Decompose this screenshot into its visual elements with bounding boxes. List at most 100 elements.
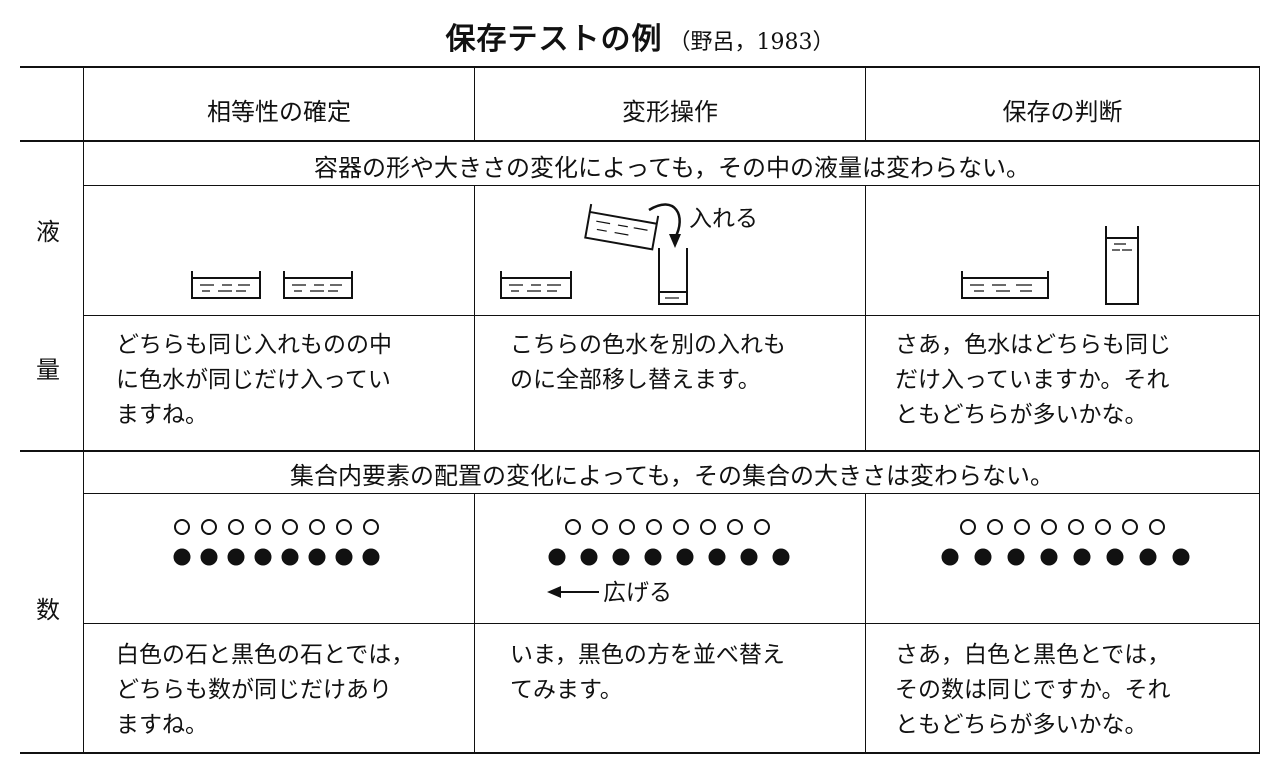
white-stone — [309, 519, 325, 535]
number-column-rule-1 — [474, 493, 475, 754]
beaker-left — [191, 271, 261, 299]
black-stone — [281, 548, 299, 566]
side-label-number: 数 — [36, 596, 60, 624]
black-stone — [548, 548, 566, 566]
black-stone — [676, 548, 694, 566]
beaker-wide — [961, 271, 1049, 299]
white-stone — [336, 519, 352, 535]
black-stone — [644, 548, 662, 566]
liquid-column-rule-2 — [865, 185, 866, 452]
liquid-judgment-illustration — [961, 226, 1139, 305]
white-stone — [565, 519, 581, 535]
white-stone — [960, 519, 976, 535]
black-stone — [1040, 548, 1058, 566]
white-stone — [1122, 519, 1138, 535]
white-stone — [673, 519, 689, 535]
text-line: ともどちらが多いかな。 — [895, 402, 1148, 428]
white-stone — [646, 519, 662, 535]
number-column-rule-2 — [865, 493, 866, 754]
pour-arrow — [648, 203, 681, 239]
number-text-transformation: いま，黒色の方を並べ替え てみます。 — [510, 638, 785, 708]
beaker-right — [283, 271, 353, 299]
white-stone — [255, 519, 271, 535]
white-stone — [987, 519, 1003, 535]
black-stone — [580, 548, 598, 566]
side-label-amount: 量 — [36, 356, 60, 384]
pour-arrowhead — [669, 234, 681, 248]
tall-cylinder-full — [1105, 226, 1139, 305]
column-header-transformation: 変形操作 — [622, 98, 718, 126]
title-main: 保存テストの例 — [445, 22, 663, 57]
black-stone — [200, 548, 218, 566]
liquid-banner-rule — [84, 185, 1260, 186]
white-stone — [1095, 519, 1111, 535]
side-column-rule — [83, 66, 84, 754]
black-stone — [1007, 548, 1025, 566]
text-line: ますね。 — [116, 712, 208, 738]
text-line: その数は同じですか。それ — [895, 677, 1171, 703]
column-header-equality: 相等性の確定 — [207, 98, 351, 126]
header-bottom-rule — [20, 140, 1260, 142]
black-stone — [1172, 548, 1190, 566]
liquid-text-transformation: こちらの色水を別の入れも のに全部移し替えます。 — [510, 328, 786, 398]
black-stone — [974, 548, 992, 566]
liquid-text-conservation: さあ，色水はどちらも同じ だけ入っていますか。それ ともどちらが多いかな。 — [895, 328, 1171, 433]
black-stone — [308, 548, 326, 566]
column-header-conservation: 保存の判断 — [1002, 98, 1123, 126]
liquid-text-equality: どちらも同じ入れものの中 に色水が同じだけ入ってい ますね。 — [116, 328, 392, 433]
white-stone — [1068, 519, 1084, 535]
white-stone — [201, 519, 217, 535]
number-text-conservation: さあ，白色と黒色とでは， その数は同じですか。それ ともどちらが多いかな。 — [895, 638, 1171, 743]
section-divider-rule — [20, 450, 1260, 452]
table-bottom-rule — [20, 752, 1260, 754]
black-stone — [612, 548, 630, 566]
tilted-beaker — [584, 203, 660, 251]
number-text-equality: 白色の石と黒色の石とでは， どちらも数が同じだけあり ますね。 — [116, 638, 414, 743]
stones-judgment-illustration — [941, 519, 1190, 566]
white-stone — [754, 519, 770, 535]
black-stone — [227, 548, 245, 566]
white-stone — [1149, 519, 1165, 535]
white-stone — [727, 519, 743, 535]
text-line: に色水が同じだけ入ってい — [116, 367, 391, 393]
text-line: てみます。 — [510, 677, 623, 703]
black-stone — [1073, 548, 1091, 566]
table-right-rule — [1259, 66, 1260, 754]
text-line: のに全部移し替えます。 — [510, 367, 761, 393]
liquid-pour-illustration: 入れる — [500, 203, 758, 305]
black-stone — [941, 548, 959, 566]
table-top-rule — [20, 66, 1260, 68]
white-stone — [228, 519, 244, 535]
liquid-image-rule — [84, 315, 1260, 316]
text-line: さあ，白色と黒色とでは， — [895, 642, 1171, 668]
white-stone — [174, 519, 190, 535]
black-stone — [708, 548, 726, 566]
white-stone — [592, 519, 608, 535]
text-line: ともどちらが多いかな。 — [895, 712, 1148, 738]
column-rule-1 — [474, 66, 475, 142]
number-banner-rule — [84, 493, 1260, 494]
stones-equal-illustration — [173, 519, 380, 566]
spread-label: 広げる — [603, 580, 672, 606]
pour-label: 入れる — [689, 206, 758, 232]
black-stone — [173, 548, 191, 566]
white-stone — [1014, 519, 1030, 535]
text-line: こちらの色水を別の入れも — [510, 332, 786, 358]
black-stone — [362, 548, 380, 566]
text-line: 白色の石と黒色の石とでは， — [116, 642, 415, 668]
text-line: どちらも同じ入れものの中 — [116, 332, 392, 358]
white-stone — [619, 519, 635, 535]
white-stone — [1041, 519, 1057, 535]
black-stone — [254, 548, 272, 566]
white-stone — [363, 519, 379, 535]
text-line: さあ，色水はどちらも同じ — [895, 332, 1171, 358]
stones-spread-illustration: 広げる — [547, 519, 790, 606]
black-stone — [772, 548, 790, 566]
white-stone — [700, 519, 716, 535]
tall-cylinder — [658, 248, 688, 305]
text-line: だけ入っていますか。それ — [895, 367, 1170, 393]
beaker-left — [500, 271, 572, 299]
side-label-liquid: 液 — [36, 218, 60, 246]
text-line: ますね。 — [116, 402, 208, 428]
black-stone — [1106, 548, 1124, 566]
